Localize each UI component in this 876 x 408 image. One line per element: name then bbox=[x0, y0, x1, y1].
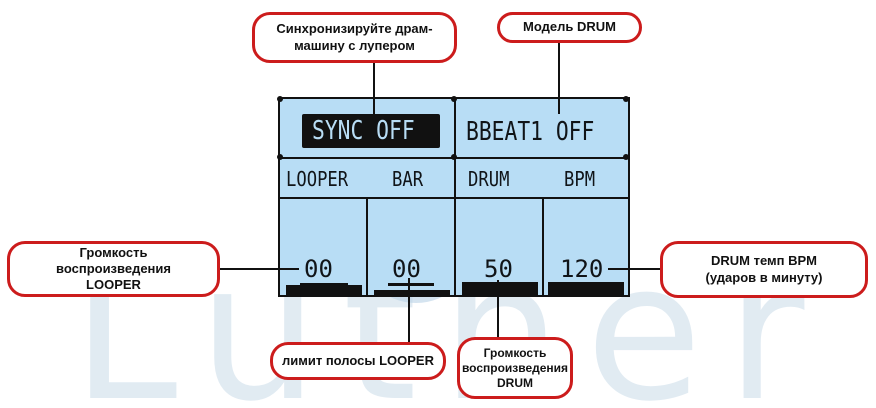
column-label-drum: DRUM bbox=[468, 167, 510, 191]
column-label-bpm: BPM bbox=[564, 167, 596, 191]
drum-volume-value: 50 bbox=[484, 255, 513, 283]
corner-dot bbox=[277, 96, 283, 102]
divider-col3 bbox=[542, 197, 544, 295]
looper-level-bar bbox=[286, 285, 362, 295]
drum-model-label: BBEAT1 OFF bbox=[466, 117, 595, 147]
looper-value-underline bbox=[300, 283, 348, 286]
looper-volume-value: 00 bbox=[304, 255, 333, 283]
connector-bar-limit bbox=[408, 278, 410, 342]
bpm-level-bar bbox=[548, 282, 624, 295]
connector-looper-volume bbox=[219, 268, 299, 270]
connector-bpm bbox=[608, 268, 662, 270]
divider-col1 bbox=[366, 197, 368, 295]
sync-label: SYNC OFF bbox=[312, 116, 415, 146]
callout-bar-limit: лимит полосы LOOPER bbox=[270, 342, 446, 380]
corner-dot bbox=[623, 154, 629, 160]
corner-dot bbox=[451, 154, 457, 160]
bar-value-underline bbox=[388, 283, 434, 286]
callout-drum-volume: Громкость воспроизведения DRUM bbox=[457, 337, 573, 399]
bar-level-bar bbox=[374, 290, 450, 295]
callout-sync: Синхронизируйте драм- машину с лупером bbox=[252, 12, 457, 63]
lcd-display: SYNC OFF BBEAT1 OFF LOOPER BAR DRUM BPM … bbox=[277, 96, 630, 297]
callout-drum-model: Модель DRUM bbox=[497, 12, 642, 43]
corner-dot bbox=[623, 96, 629, 102]
connector-drum-volume bbox=[497, 280, 499, 342]
bpm-value: 120 bbox=[560, 255, 604, 283]
corner-dot bbox=[451, 96, 457, 102]
bar-limit-value: 00 bbox=[392, 255, 421, 283]
callout-bpm: DRUM темп BPM (ударов в минуту) bbox=[660, 241, 868, 298]
drum-level-bar bbox=[462, 282, 538, 295]
column-label-looper: LOOPER bbox=[286, 167, 349, 191]
connector-model bbox=[558, 40, 560, 114]
corner-dot bbox=[277, 154, 283, 160]
callout-looper-volume: Громкость воспроизведения LOOPER bbox=[7, 241, 220, 297]
divider-center bbox=[454, 99, 456, 295]
connector-sync bbox=[373, 50, 375, 130]
sync-box: SYNC OFF bbox=[302, 114, 440, 148]
column-label-bar: BAR bbox=[392, 167, 424, 191]
